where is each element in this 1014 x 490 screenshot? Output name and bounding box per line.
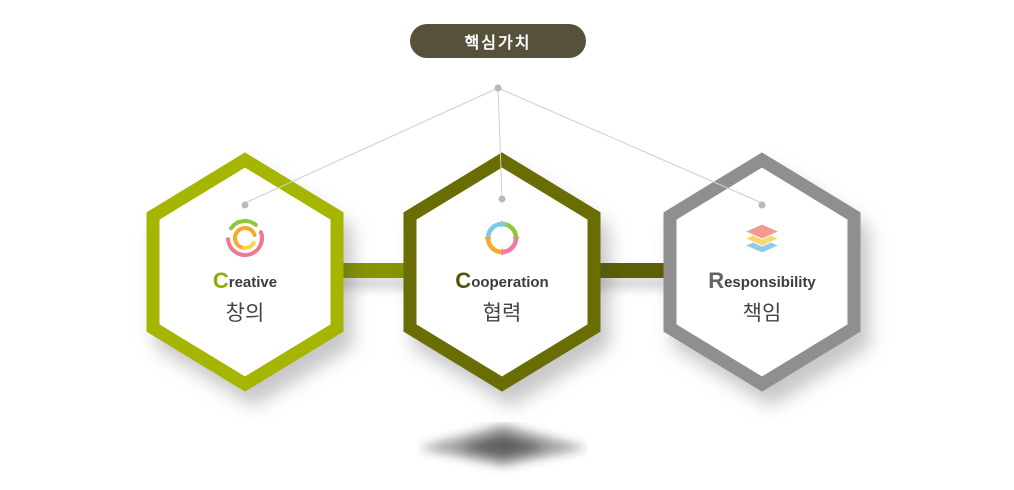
connector-bar-right	[582, 263, 682, 278]
responsibility-rest: esponsibility	[724, 274, 816, 291]
cooperation-initial: C	[455, 268, 472, 293]
creative-hexagon	[146, 152, 344, 392]
responsibility-title-en: Responsibility	[657, 270, 867, 294]
radial-arcs-icon	[226, 219, 264, 257]
title-badge: 핵심가치	[410, 24, 586, 58]
cooperation-title-ko: 협력	[482, 302, 522, 325]
cooperation-title-en: Cooperation	[397, 270, 607, 294]
node-cooperation: Cooperation 협력	[397, 152, 607, 392]
bottom-reflection-shadow	[418, 424, 588, 466]
responsibility-content: Responsibility 책임	[657, 214, 867, 327]
creative-hexagon-border	[146, 152, 344, 392]
creative-initial: C	[212, 268, 229, 293]
cooperation-rest: ooperation	[471, 274, 549, 291]
cycle-arrows-icon	[484, 220, 520, 256]
creative-title-en: Creative	[140, 270, 350, 294]
stacked-layers-icon	[743, 223, 781, 254]
top-dot	[494, 84, 502, 92]
creative-content: Creative 창의	[140, 214, 350, 327]
responsibility-hexagon	[663, 152, 861, 392]
cooperation-hexagon-border	[403, 152, 601, 392]
cooperation-hexagon	[403, 152, 601, 392]
cooperation-content: Cooperation 협력	[397, 214, 607, 327]
responsibility-hexagon-border	[663, 152, 861, 392]
node-responsibility: Responsibility 책임	[657, 152, 867, 392]
responsibility-initial: R	[708, 268, 725, 293]
creative-title-ko: 창의	[225, 302, 265, 325]
responsibility-title-ko: 책임	[742, 302, 782, 325]
creative-rest: reative	[228, 274, 278, 291]
node-creative: Creative 창의	[140, 152, 350, 392]
connector-bar-left	[322, 263, 422, 278]
